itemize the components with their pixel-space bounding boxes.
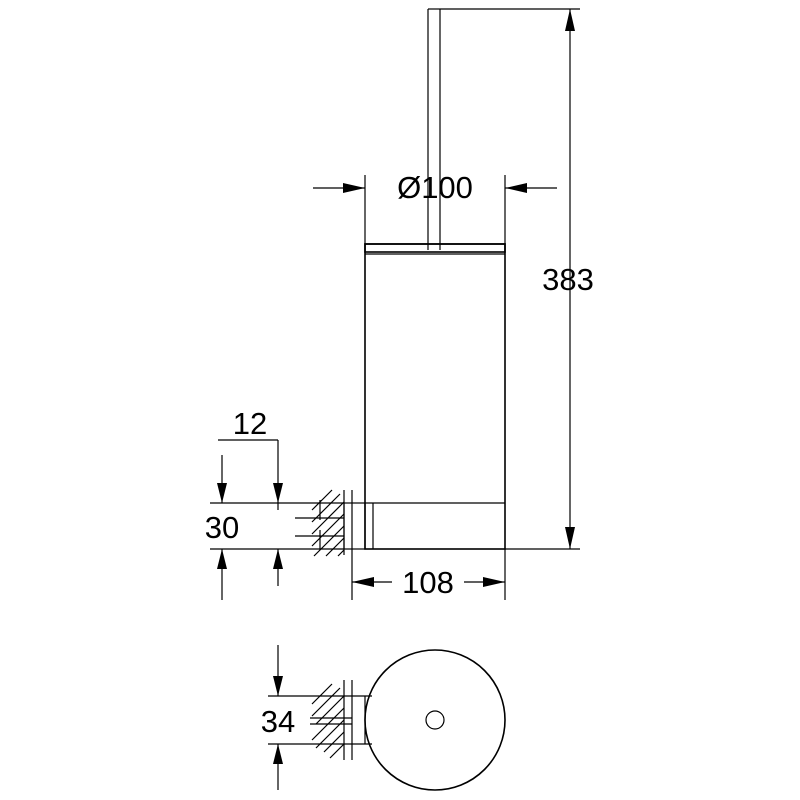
depth-dimension: 108	[351, 549, 506, 600]
wall-bracket	[295, 489, 366, 557]
holder-plan-circle	[364, 649, 506, 791]
brush-handle	[427, 8, 441, 250]
diameter-dimension: Ø100	[313, 170, 557, 244]
wall-hatch	[295, 489, 345, 557]
handle-plan-circle	[425, 710, 445, 730]
depth-label: 108	[402, 565, 454, 600]
plan-width-label: 34	[261, 704, 295, 739]
plan-bracket	[310, 680, 372, 760]
offset-label: 12	[233, 406, 267, 441]
holder-body	[364, 243, 506, 550]
plan-view: 34	[261, 645, 506, 791]
front-view: Ø100 383 12 30	[205, 8, 594, 600]
plan-width-dimension: 34	[261, 645, 344, 790]
plan-hatch	[311, 683, 345, 759]
offset-dimension: 12	[218, 406, 283, 510]
height-dimension: 383	[440, 8, 594, 550]
bracket-height-label: 30	[205, 510, 239, 545]
diameter-label: Ø100	[397, 170, 473, 205]
height-label: 383	[542, 262, 594, 297]
bracket-height-dimension: 30	[205, 483, 344, 600]
